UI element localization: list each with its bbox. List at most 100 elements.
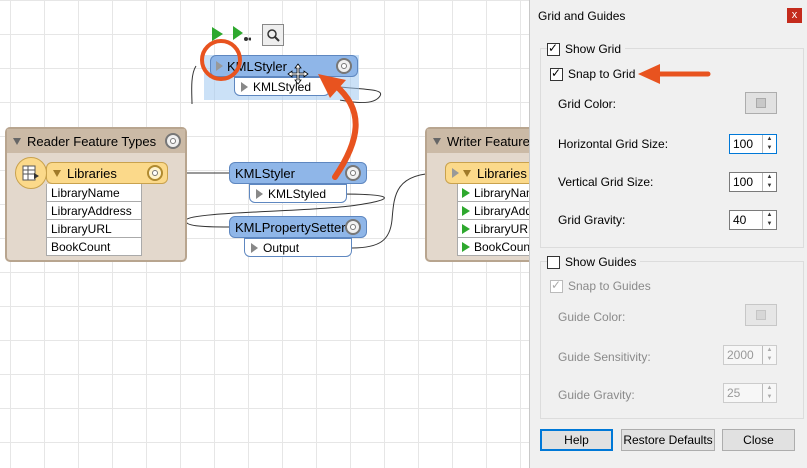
grid-group [540, 48, 804, 248]
kmlstyler-transformer[interactable]: KMLStyler KMLStyled [229, 162, 367, 203]
show-guides-checkbox[interactable]: Show Guides [547, 255, 641, 269]
horizontal-grid-size-input[interactable] [730, 135, 765, 153]
port-label: KMLStyled [253, 79, 312, 94]
spinner-arrows: ▲▼ [762, 384, 776, 402]
feature-type-header[interactable]: Libraries [445, 162, 529, 184]
up-arrow-icon[interactable]: ▲ [766, 212, 773, 218]
attribute-item[interactable]: BookCount [457, 238, 529, 256]
gear-icon[interactable] [345, 165, 361, 181]
attribute-label: LibraryAddr [474, 203, 529, 218]
input-port-icon[interactable] [216, 61, 223, 71]
grid-gravity-spinner[interactable]: ▲▼ [729, 210, 777, 230]
attribute-item[interactable]: LibraryNam [457, 184, 529, 202]
port-arrow-icon [256, 188, 263, 199]
close-icon[interactable]: x [787, 8, 802, 23]
snap-to-guides-checkbox: Snap to Guides [550, 278, 651, 293]
checkbox-label: Snap to Grid [568, 67, 636, 81]
move-cursor-icon [287, 63, 309, 88]
attribute-item[interactable]: LibraryAddr [457, 202, 529, 220]
vertical-grid-size-input[interactable] [730, 173, 765, 191]
gear-icon[interactable] [336, 58, 352, 74]
down-arrow-icon[interactable]: ▼ [766, 221, 773, 227]
horizontal-grid-size-spinner[interactable]: ▲▼ [729, 134, 777, 154]
run-to-this-icon[interactable] [231, 24, 251, 44]
attribute-item[interactable]: LibraryName [46, 184, 142, 202]
gear-icon[interactable] [345, 219, 361, 235]
transformer-name: KMLStyler [227, 58, 287, 74]
grid-gravity-input[interactable] [730, 211, 765, 229]
vertical-grid-size-spinner[interactable]: ▲▼ [729, 172, 777, 192]
bookmark-header[interactable]: Reader Feature Types [7, 129, 185, 153]
port-label: Output [263, 240, 300, 255]
transformer-header[interactable]: KMLStyler [229, 162, 367, 184]
workspace-canvas[interactable]: KMLStyler KMLStyled Reader Feature Types… [0, 0, 529, 468]
down-arrow-icon[interactable]: ▼ [766, 145, 773, 151]
output-port[interactable]: KMLStyled [249, 184, 347, 203]
reader-feature-type[interactable]: Libraries LibraryName LibraryAddress Lib… [46, 162, 168, 256]
attribute-list: LibraryNam LibraryAddr LibraryURL BookCo… [457, 184, 529, 256]
checkbox-box [550, 278, 563, 293]
checkbox-box[interactable] [547, 41, 560, 56]
up-arrow-icon[interactable]: ▲ [766, 136, 773, 142]
grid-gravity-label: Grid Gravity: [558, 213, 626, 227]
checkbox-label: Show Grid [565, 42, 622, 56]
show-grid-checkbox[interactable]: Show Grid [547, 41, 626, 56]
attribute-port-icon [462, 187, 470, 198]
down-arrow-icon[interactable]: ▼ [766, 183, 773, 189]
kmlpropertysetter-transformer[interactable]: KMLPropertySetter Output [229, 216, 367, 257]
reader-icon [15, 157, 47, 189]
transformer-name: KMLStyler [235, 165, 295, 181]
writer-feature-type[interactable]: Libraries LibraryNam LibraryAddr Library… [445, 162, 529, 256]
input-port-icon[interactable] [452, 168, 459, 178]
spinner-arrows[interactable]: ▲▼ [762, 211, 776, 229]
restore-defaults-button[interactable]: Restore Defaults [621, 429, 715, 451]
checkbox-box[interactable] [550, 66, 563, 81]
transformer-name: KMLPropertySetter [235, 219, 346, 235]
expand-icon[interactable] [463, 169, 471, 177]
attribute-item[interactable]: LibraryAddress [46, 202, 142, 220]
spinner-arrows: ▲▼ [762, 346, 776, 364]
attribute-label: LibraryNam [474, 185, 529, 200]
bookmark-header[interactable]: Writer Feature T [427, 129, 529, 153]
run-icon[interactable] [207, 24, 227, 44]
attribute-item[interactable]: LibraryURL [46, 220, 142, 238]
attribute-item[interactable]: LibraryURL [457, 220, 529, 238]
transformer-header[interactable]: KMLPropertySetter [229, 216, 367, 238]
grid-color-button[interactable] [745, 92, 777, 114]
port-arrow-icon [241, 81, 248, 92]
spinner-arrows[interactable]: ▲▼ [762, 135, 776, 153]
collapse-icon[interactable] [13, 137, 21, 145]
guide-sensitivity-input [724, 346, 759, 364]
gear-icon[interactable] [147, 165, 163, 181]
guide-color-button [745, 304, 777, 326]
vertical-grid-size-label: Vertical Grid Size: [558, 175, 654, 189]
checkbox-box[interactable] [547, 255, 560, 269]
kmlstyler-transformer-dragging[interactable]: KMLStyler KMLStyled [210, 55, 358, 96]
bookmark-title: Reader Feature Types [27, 133, 157, 149]
feature-type-name: Libraries [67, 165, 117, 181]
output-port[interactable]: KMLStyled [234, 77, 330, 96]
spinner-arrows[interactable]: ▲▼ [762, 173, 776, 191]
expand-icon[interactable] [53, 169, 61, 177]
gear-icon[interactable] [165, 133, 181, 149]
up-arrow-icon[interactable]: ▲ [766, 174, 773, 180]
help-button[interactable]: Help [540, 429, 613, 451]
transformer-header[interactable]: KMLStyler [210, 55, 358, 77]
attribute-item[interactable]: BookCount [46, 238, 142, 256]
down-arrow-icon: ▼ [766, 394, 773, 400]
close-button[interactable]: Close [722, 429, 795, 451]
inspect-icon[interactable] [262, 24, 284, 46]
collapse-icon[interactable] [433, 137, 441, 145]
output-port[interactable]: Output [244, 238, 352, 257]
feature-type-header[interactable]: Libraries [46, 162, 168, 184]
down-arrow-icon: ▼ [766, 356, 773, 362]
checkbox-label: Snap to Guides [568, 279, 651, 293]
snap-to-grid-checkbox[interactable]: Snap to Grid [550, 66, 636, 81]
guide-gravity-input [724, 384, 759, 402]
guide-gravity-spinner: ▲▼ [723, 383, 777, 403]
attribute-list: LibraryName LibraryAddress LibraryURL Bo… [46, 184, 142, 256]
guide-sensitivity-spinner: ▲▼ [723, 345, 777, 365]
up-arrow-icon: ▲ [766, 347, 773, 353]
port-arrow-icon [251, 242, 258, 253]
attribute-label: BookCount [474, 239, 529, 254]
